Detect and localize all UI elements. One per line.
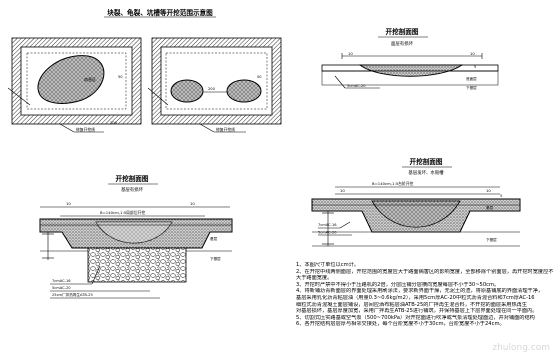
note-line: 1、本图尺寸单位以cm计。 [296, 262, 360, 268]
watermark-logo: zhulong.com [492, 343, 550, 353]
layer-l2-right: 5cmAC-20 [318, 231, 337, 235]
dim-10-right-a: 10 [340, 188, 345, 193]
section-water-damage: 开挖剖面图 基层发坏、水毁槽 B=140cm,1:5台阶开挖 10 10 5 基… [311, 157, 521, 247]
section-title-2: 开挖剖面图 [116, 174, 149, 183]
dim-10-left: 10 [348, 51, 353, 56]
layer-l3-label: 25cm厂拌热再生ATB-25 [52, 292, 93, 297]
dim-10-mid-right: 10 [190, 201, 195, 206]
dim-b-right: B=140cm,1:5台阶开挖 [372, 181, 414, 186]
layer-l1-label: 7cmAC-16 [52, 279, 71, 283]
side-base-label: 基层 [486, 205, 494, 210]
section-title-1: 开挖剖面图 [386, 27, 419, 36]
note-line: 对基层损坏，基层厚度加宽，采用厂拌再生ATB-25进行铺筑，并保持基层上下层界面… [296, 308, 538, 315]
svg-text:zhulong.com: zhulong.com [492, 343, 550, 353]
layer-label-top: 5cmAC-20 [347, 84, 366, 88]
note-line: 细粒式沥青混凝土面层铺设，层间应洒布粘层油ATB-25的厂拌再生混合料，不开挖的… [296, 301, 528, 308]
damage-area-left [170, 79, 204, 103]
note-line: 5、切割式压实路基或空气泵（500~700kPa）对开挖面进行吹净或气泵清理处理… [296, 314, 535, 321]
section-subtitle-3: 基层发坏、水毁槽 [408, 169, 444, 176]
note-line: 6、各开挖结构层层厚与相邻交接处，每个台阶宽度不小于30cm，台阶宽度不小于24… [296, 321, 505, 328]
damage-label: 病害区 [84, 76, 96, 82]
damage-area-shape [37, 55, 105, 104]
dim-50-label: 50 [118, 75, 123, 79]
dim-200-label: 200 [208, 87, 216, 91]
note-line: 3、开挖时严禁中不得小于压路机的2倍，分层压铺分层横向宽度每层不小于30~50c… [296, 281, 500, 288]
section-title-3: 开挖剖面图 [410, 157, 443, 166]
cut-line-label-2: 修复开挖线 [216, 127, 235, 132]
section-subtitle-1: 面层有损坏 [391, 40, 414, 47]
section-base-damage: 开挖剖面图 基层有损坏 10 10 B=140cm,1:5局部后开挖 基层 下基… [39, 174, 233, 299]
dim-50-label-2: 50 [257, 75, 262, 79]
cut-line-label: 修复开挖线 [76, 127, 95, 132]
plan-panel-single: 病害区 50 修复开挖线 100 [7, 37, 142, 133]
base-label-right: 下基层 [486, 237, 497, 242]
layer-l1-right: 7cmAC-16 [318, 223, 337, 227]
section-surface-damage: 开挖剖面图 面层有损坏 10 10 5cmAC-20 底面层 下基层 5 [321, 27, 499, 90]
dim-10-mid-left: 10 [66, 201, 71, 206]
plan-view-diagram: 块裂、龟裂、坑槽等开挖范围示意图 病害区 50 修复开挖线 100 200 50 [7, 8, 282, 133]
dim-5-top: 5 [474, 65, 476, 69]
note-line: 2、在开挖中线两侧面层，开挖范围的宽度应大于路面病害区的影响宽度，全部移除个别面… [296, 268, 554, 275]
layer-l2-label: 5cmAC-20 [52, 286, 71, 290]
gravel-base [87, 247, 187, 283]
layer2-label: 底面层 [466, 76, 477, 81]
base1-label: 基层 [210, 236, 218, 241]
base2-label: 下基层 [210, 256, 221, 261]
dim-100-label: 100 [110, 121, 118, 125]
dim-10-right-b: 10 [486, 188, 491, 193]
section-subtitle-2: 基层有损坏 [121, 186, 144, 193]
surface-excavation [358, 64, 464, 77]
note-line: 基层采用乳化沥青粘层油（用量0.3~0.6kg/m2），采用5cm厚AC-20中… [296, 294, 535, 301]
note-line: 大于路面宽度。 [296, 275, 333, 282]
dim-b-mid: B=140cm,1:5局部后开挖 [100, 210, 145, 215]
plan-panel-double: 200 50 修复开挖线 [147, 37, 282, 133]
base-label-top: 下基层 [466, 85, 477, 90]
plan-view-title: 块裂、龟裂、坑槽等开挖范围示意图 [107, 8, 213, 17]
damage-area-right [226, 79, 262, 103]
design-notes: 1、本图尺寸单位以cm计。 2、在开挖中线两侧面层，开挖范围的宽度应大于路面病害… [296, 262, 558, 328]
dim-5-right: 5 [500, 194, 502, 198]
dim-10-right: 10 [470, 51, 475, 56]
note-line: 4、将新铺沥青新面层的界面处理采用刷涂法，要求新界面干燥，无泥土的渣，将原基铺底… [296, 288, 544, 295]
